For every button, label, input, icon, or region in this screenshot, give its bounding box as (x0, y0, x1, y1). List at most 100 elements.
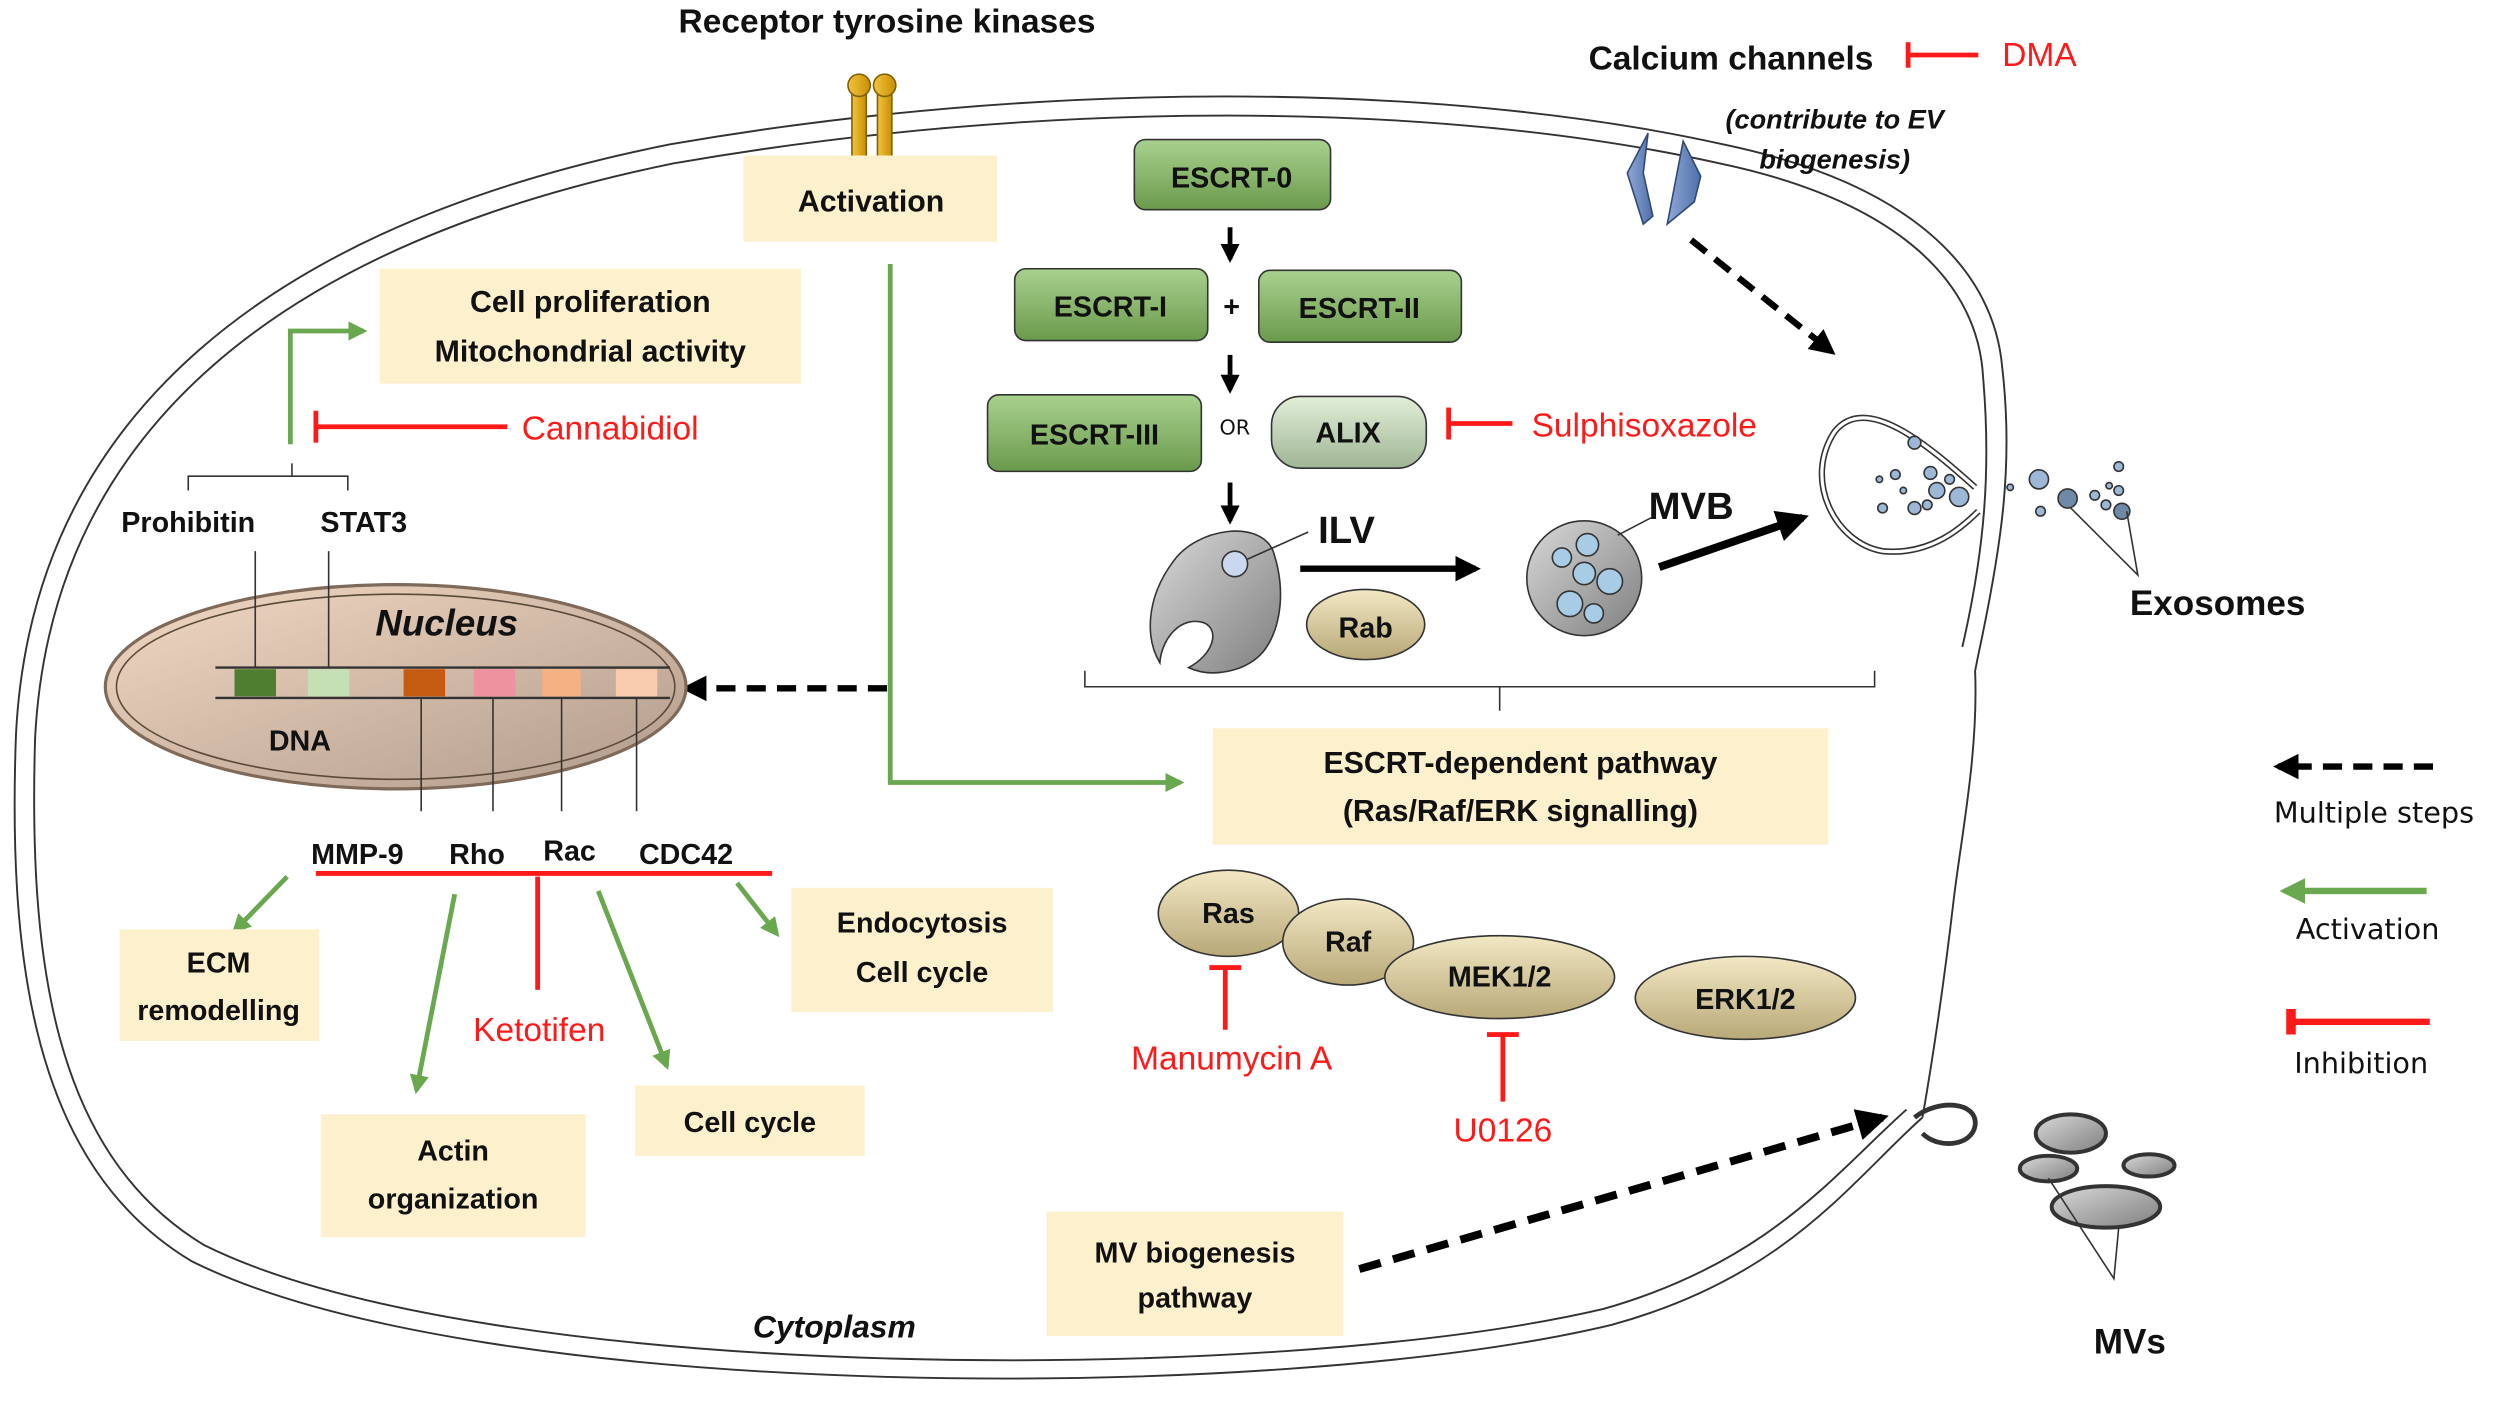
dna-band-mmp9 (403, 669, 446, 697)
cdc42-to-endocytosis-arrow (735, 881, 780, 938)
receptor-icon (847, 73, 897, 170)
legend-inhibition-label: Inhibition (2294, 1046, 2428, 1080)
activation-to-escrt-arrow (887, 263, 1185, 793)
escrt-2-label: ESCRT-II (1299, 293, 1420, 325)
prohibitin-stat3-activation-arrow (287, 321, 368, 445)
alix-label: ALIX (1315, 418, 1380, 450)
rac-label: Rac (543, 836, 596, 868)
actin-line1: Actin (417, 1136, 489, 1168)
endocytosis-line2: Cell cycle (856, 957, 988, 989)
mv-biogenesis-line1: MV biogenesis (1094, 1238, 1295, 1270)
raf-label: Raf (1325, 927, 1372, 959)
calcium-note-line1: (contribute to EV (1726, 103, 1946, 134)
ilv-pointer (1247, 531, 1309, 560)
mv-to-membrane-arrow (1358, 1109, 1889, 1273)
endocytosis-box (791, 887, 1053, 1013)
cell-proliferation-line1: Cell proliferation (470, 286, 711, 319)
or-label: OR (1219, 416, 1250, 440)
mvb-to-exosome-arrow (1657, 510, 1809, 571)
ketotifen-label: Ketotifen (473, 1012, 605, 1049)
mmp9-label: MMP-9 (311, 839, 404, 871)
ras-label: Ras (1202, 898, 1255, 930)
dna-band-cdc42 (615, 669, 658, 697)
mvb-pointer (1617, 516, 1652, 536)
actin-line2: organization (368, 1183, 539, 1215)
stat3-label: STAT3 (320, 507, 407, 539)
legend-activation-label: Activation (2296, 912, 2440, 946)
mek-label: MEK1/2 (1448, 962, 1552, 994)
escrt-2-box (1257, 269, 1463, 343)
rac-to-cellcycle-arrow (596, 890, 671, 1071)
rab-label: Rab (1339, 612, 1393, 644)
calcium-channel-icon (1626, 132, 1702, 227)
escrt-bracket (1084, 670, 1876, 711)
mv-biogenesis-line2: pathway (1138, 1282, 1253, 1314)
ecm-box (119, 929, 320, 1041)
mv-biogenesis-box (1046, 1211, 1344, 1337)
exosome-vesicles (1875, 435, 2131, 521)
mv-vesicles (2017, 1112, 2177, 1230)
manumycin-label: Manumycin A (1131, 1041, 1333, 1078)
dna-band-rac (542, 669, 581, 697)
cell-cycle-label: Cell cycle (684, 1107, 816, 1139)
exosomes-label: Exosomes (2130, 584, 2305, 623)
mvs-pointer (2047, 1177, 2120, 1282)
calcium-channels-label: Calcium channels (1589, 40, 1874, 77)
dna-band-rho (473, 669, 516, 697)
calcium-note-line2: biogenesis) (1759, 143, 1910, 174)
cannabidiol-label: Cannabidiol (522, 410, 699, 447)
dna-band-prohibitin (234, 669, 277, 697)
nucleus-label: Nucleus (375, 603, 518, 644)
nucleus-outer (103, 583, 688, 791)
receptor-label: Receptor tyrosine kinases (679, 4, 1096, 41)
cell-proliferation-box (379, 268, 801, 384)
ecm-line1: ECM (187, 947, 251, 979)
escrt-3-box (986, 394, 1203, 473)
escrt-pathway-box (1212, 728, 1829, 845)
gene-connector-lines (254, 551, 638, 812)
dna-strand (215, 666, 671, 700)
raf-ellipse (1281, 898, 1415, 986)
prohibitin-label: Prohibitin (121, 507, 255, 539)
alix-box (1270, 395, 1428, 469)
cytoplasm-label: Cytoplasm (753, 1309, 916, 1345)
escrt-pathway-line1: ESCRT-dependent pathway (1323, 747, 1717, 780)
cell-membrane (13, 95, 2008, 1380)
dna-band-stat3 (307, 669, 350, 697)
activation-box (743, 155, 998, 242)
ilv-label: ILV (1318, 509, 1375, 552)
cell-proliferation-line2: Mitochondrial activity (435, 335, 747, 368)
plus-label: + (1223, 292, 1240, 324)
legend-multiple-steps-label: Multiple steps (2274, 795, 2474, 829)
mmp9-to-ecm-arrow (231, 874, 289, 934)
mvb-ilvs (1551, 532, 1624, 624)
dma-label: DMA (2002, 37, 2077, 74)
rho-to-actin-arrow (409, 893, 458, 1095)
erk-ellipse (1634, 955, 1857, 1041)
dna-label: DNA (269, 726, 331, 758)
erk-label: ERK1/2 (1695, 984, 1796, 1016)
prohibitin-stat3-bracket (187, 463, 349, 491)
legend: Multiple steps Activation Inhibition (2273, 753, 2474, 1080)
nucleus-inner (115, 593, 676, 781)
u0126-label: U0126 (1454, 1112, 1553, 1149)
calcium-to-exosome-arrow (1689, 237, 1836, 355)
actin-box (320, 1114, 586, 1238)
escrt-3-label: ESCRT-III (1030, 419, 1159, 451)
exosomes-pointer (2070, 507, 2140, 578)
ilv-vesicle (1221, 550, 1249, 578)
activation-label: Activation (798, 185, 944, 218)
mvb-label: MVB (1649, 485, 1734, 528)
ecm-line2: remodelling (137, 995, 300, 1027)
escrt-1-box (1013, 267, 1209, 342)
endocytosis-line1: Endocytosis (837, 907, 1008, 939)
cdc42-label: CDC42 (639, 839, 733, 871)
mv-release-bud (1912, 1102, 1978, 1146)
escrt-pathway-line2: (Ras/Raf/ERK signalling) (1343, 795, 1698, 828)
rho-label: Rho (449, 839, 505, 871)
cell-cycle-box (634, 1085, 865, 1156)
sulphisoxazole-label: Sulphisoxazole (1532, 407, 1757, 444)
rab-ellipse (1305, 588, 1426, 661)
